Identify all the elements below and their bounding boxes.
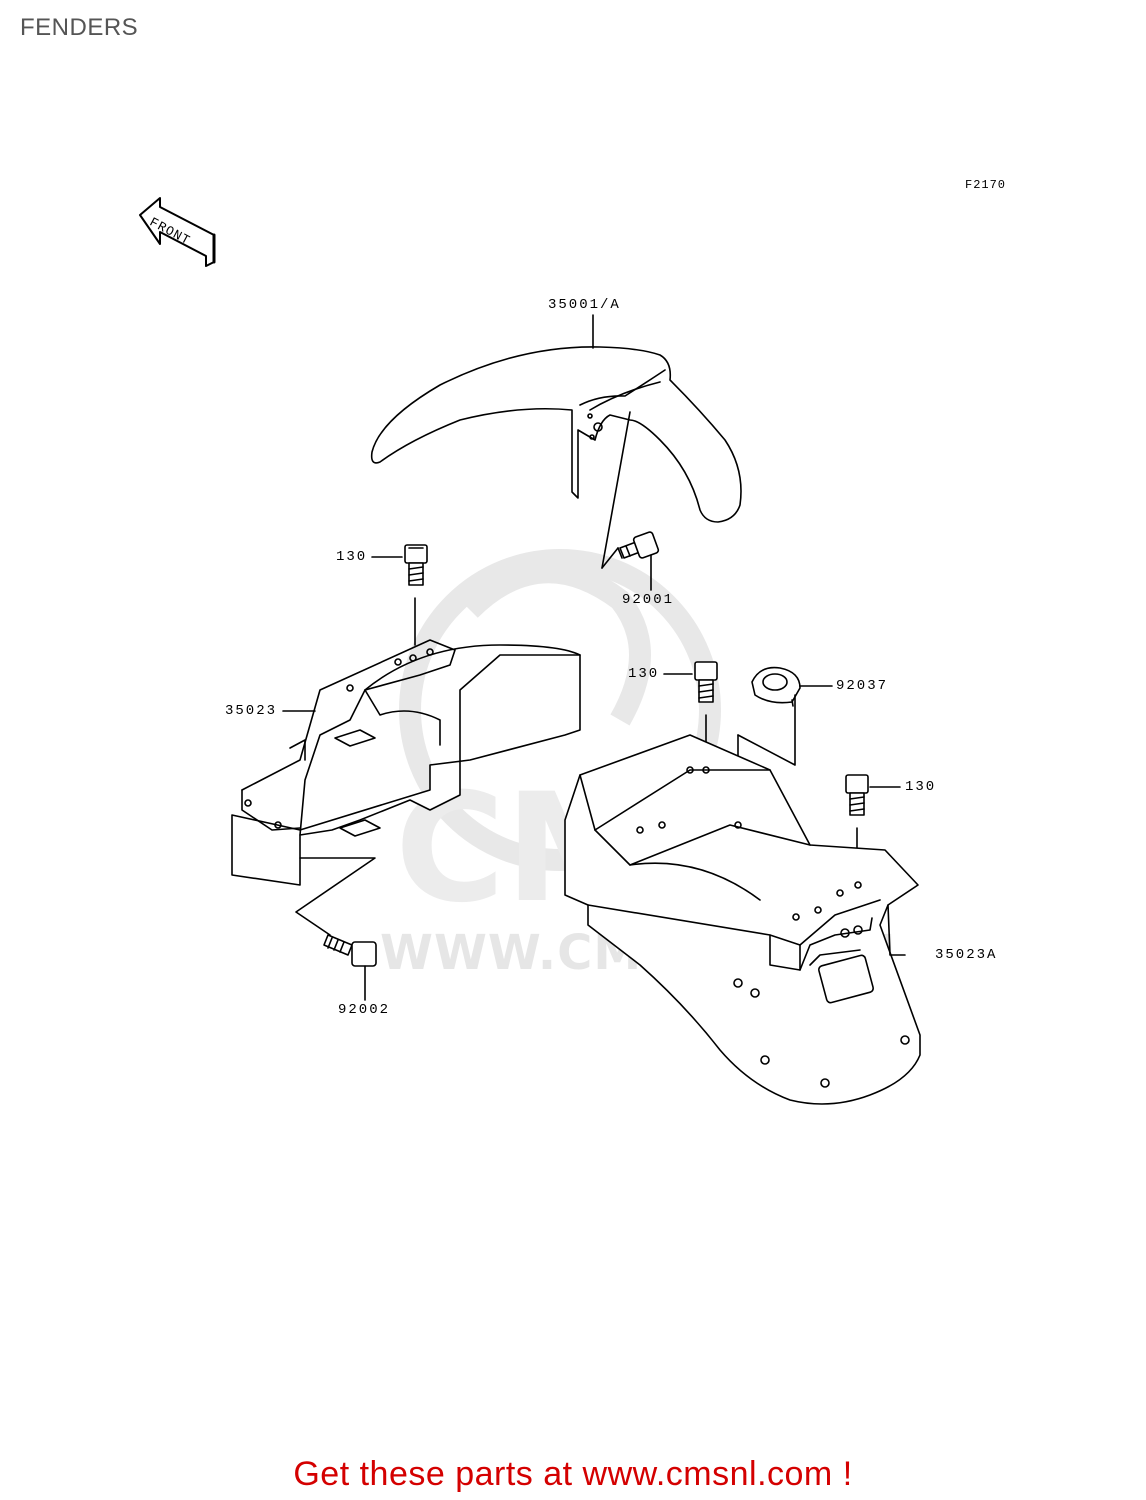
callout-130-left: 130: [336, 549, 368, 565]
callout-35001A: 35001/A: [548, 297, 621, 313]
clamp-92037-icon: [751, 666, 801, 707]
bolt-92002-icon: [323, 934, 377, 967]
bolt-130-right-icon: [845, 774, 869, 816]
bolt-130-middle-icon: [694, 661, 718, 703]
bolt-130-left-icon: [404, 544, 428, 586]
callout-92002: 92002: [338, 1002, 391, 1018]
front-arrow-icon: [139, 197, 216, 267]
callout-92001: 92001: [622, 592, 675, 608]
inner-fender-35023: [231, 639, 581, 886]
bolt-92001-icon: [617, 531, 660, 559]
callout-92037: 92037: [836, 678, 889, 694]
figure-code: F2170: [965, 178, 1007, 192]
callout-130-middle: 130: [628, 666, 660, 682]
callout-130-right: 130: [905, 779, 937, 795]
footer-link[interactable]: Get these parts at www.cmsnl.com !: [293, 1455, 853, 1493]
callout-35023A: 35023A: [935, 947, 998, 963]
front-fender: [370, 346, 742, 523]
page-title: FENDERS: [20, 14, 139, 41]
rear-fender-35023A: [564, 734, 921, 1105]
callout-35023: 35023: [225, 703, 278, 719]
